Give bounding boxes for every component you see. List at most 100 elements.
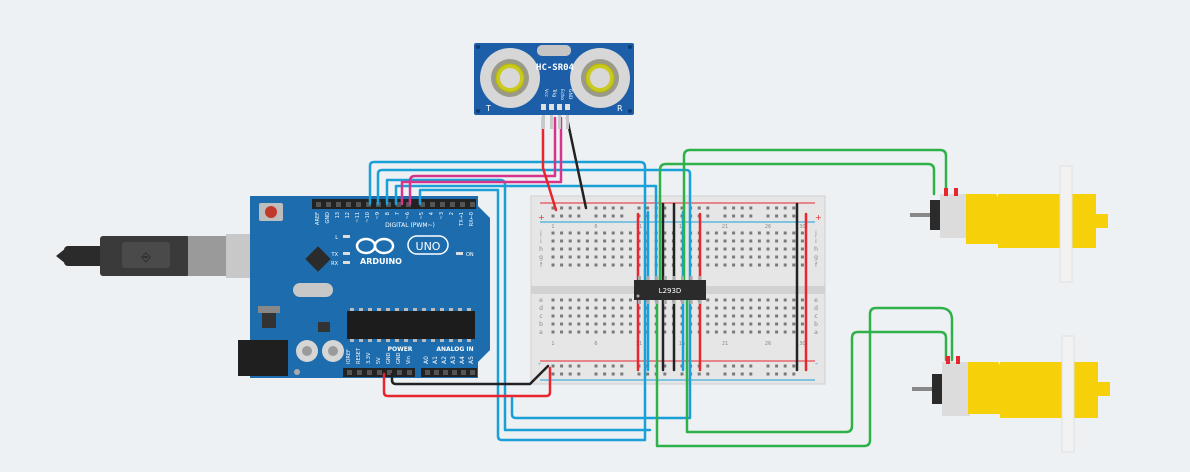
breadboard-hole[interactable]	[577, 306, 581, 310]
breadboard-hole[interactable]	[792, 330, 796, 334]
breadboard-hole[interactable]	[783, 298, 787, 302]
breadboard-hole[interactable]	[766, 263, 770, 267]
breadboard-rail-hole[interactable]	[577, 214, 581, 218]
breadboard-hole[interactable]	[628, 322, 632, 326]
breadboard-hole[interactable]	[560, 314, 564, 318]
wire-green-motor1-a[interactable]	[682, 148, 948, 298]
breadboard-rail-hole[interactable]	[663, 372, 667, 376]
breadboard-hole[interactable]	[800, 298, 804, 302]
sensor-pin[interactable]	[549, 104, 554, 110]
breadboard-hole[interactable]	[714, 298, 718, 302]
breadboard-hole[interactable]	[603, 247, 607, 251]
breadboard-hole[interactable]	[620, 314, 624, 318]
wire-green-motor2-a[interactable]	[685, 294, 948, 434]
breadboard-hole[interactable]	[594, 263, 598, 267]
breadboard-hole[interactable]	[594, 255, 598, 259]
breadboard-rail-hole[interactable]	[766, 206, 770, 210]
breadboard-rail-hole[interactable]	[749, 206, 753, 210]
l293d-chip[interactable]: L293D	[634, 276, 706, 304]
breadboard-rail-hole[interactable]	[620, 206, 624, 210]
arduino-header-hole[interactable]	[346, 202, 351, 207]
breadboard-rail-hole[interactable]	[783, 364, 787, 368]
breadboard-rail-hole[interactable]	[620, 364, 624, 368]
breadboard-hole[interactable]	[783, 263, 787, 267]
breadboard-hole[interactable]	[663, 314, 667, 318]
wire-black-gnd[interactable]	[390, 364, 550, 386]
breadboard-rail-hole[interactable]	[646, 372, 650, 376]
breadboard-rail-hole[interactable]	[723, 372, 727, 376]
breadboard-hole[interactable]	[732, 330, 736, 334]
breadboard-hole[interactable]	[551, 239, 555, 243]
arduino-header-hole[interactable]	[326, 202, 331, 207]
arduino-analog-hole[interactable]	[434, 370, 439, 375]
breadboard-hole[interactable]	[757, 231, 761, 235]
arduino-header-hole[interactable]	[396, 202, 401, 207]
breadboard-hole[interactable]	[792, 255, 796, 259]
breadboard-hole[interactable]	[775, 314, 779, 318]
breadboard-hole[interactable]	[757, 255, 761, 259]
breadboard-hole[interactable]	[775, 247, 779, 251]
breadboard-rail-hole[interactable]	[723, 364, 727, 368]
breadboard-rail-hole[interactable]	[594, 372, 598, 376]
arduino-header-hole[interactable]	[336, 202, 341, 207]
breadboard-hole[interactable]	[663, 322, 667, 326]
breadboard-rail-hole[interactable]	[568, 364, 572, 368]
breadboard-hole[interactable]	[560, 231, 564, 235]
breadboard-hole[interactable]	[740, 247, 744, 251]
breadboard-hole[interactable]	[568, 314, 572, 318]
breadboard-hole[interactable]	[620, 255, 624, 259]
breadboard-hole[interactable]	[723, 306, 727, 310]
breadboard-rail-hole[interactable]	[697, 206, 701, 210]
breadboard-hole[interactable]	[620, 247, 624, 251]
breadboard-hole[interactable]	[628, 298, 632, 302]
breadboard-hole[interactable]	[766, 231, 770, 235]
breadboard-hole[interactable]	[766, 239, 770, 243]
breadboard-hole[interactable]	[568, 322, 572, 326]
breadboard-hole[interactable]	[551, 231, 555, 235]
breadboard-hole[interactable]	[568, 263, 572, 267]
breadboard-hole[interactable]	[757, 263, 761, 267]
breadboard-hole[interactable]	[783, 330, 787, 334]
breadboard-hole[interactable]	[611, 247, 615, 251]
breadboard-rail-hole[interactable]	[697, 372, 701, 376]
breadboard-rail-hole[interactable]	[740, 206, 744, 210]
breadboard-hole[interactable]	[568, 239, 572, 243]
breadboard-rail-hole[interactable]	[646, 206, 650, 210]
breadboard-hole[interactable]	[611, 231, 615, 235]
breadboard-rail-hole[interactable]	[560, 206, 564, 210]
breadboard-hole[interactable]	[628, 330, 632, 334]
breadboard-hole[interactable]	[800, 306, 804, 310]
breadboard-rail-hole[interactable]	[706, 206, 710, 210]
breadboard-hole[interactable]	[749, 231, 753, 235]
breadboard-rail-hole[interactable]	[577, 364, 581, 368]
breadboard-rail-hole[interactable]	[663, 364, 667, 368]
breadboard-rail-hole[interactable]	[577, 372, 581, 376]
breadboard-rail-hole[interactable]	[551, 214, 555, 218]
breadboard-hole[interactable]	[775, 231, 779, 235]
reset-button[interactable]	[265, 206, 277, 218]
breadboard-hole[interactable]	[714, 314, 718, 318]
wire-green-motor2-b[interactable]	[655, 294, 954, 448]
breadboard-rail-hole[interactable]	[637, 372, 641, 376]
breadboard-rail-hole[interactable]	[603, 364, 607, 368]
breadboard-hole[interactable]	[611, 298, 615, 302]
breadboard-rail-hole[interactable]	[594, 214, 598, 218]
breadboard-hole[interactable]	[577, 239, 581, 243]
breadboard-hole[interactable]	[732, 231, 736, 235]
arduino-header-hole[interactable]	[460, 202, 465, 207]
arduino-analog-hole[interactable]	[425, 370, 430, 375]
breadboard-hole[interactable]	[628, 247, 632, 251]
breadboard-hole[interactable]	[775, 330, 779, 334]
breadboard-hole[interactable]	[757, 247, 761, 251]
breadboard-hole[interactable]	[585, 322, 589, 326]
breadboard-rail-hole[interactable]	[732, 214, 736, 218]
breadboard-rail-hole[interactable]	[732, 206, 736, 210]
breadboard-hole[interactable]	[620, 298, 624, 302]
breadboard-rail-hole[interactable]	[706, 214, 710, 218]
breadboard-hole[interactable]	[628, 255, 632, 259]
breadboard-rail-hole[interactable]	[766, 372, 770, 376]
breadboard-hole[interactable]	[560, 306, 564, 310]
breadboard-hole[interactable]	[706, 263, 710, 267]
breadboard-hole[interactable]	[594, 306, 598, 310]
